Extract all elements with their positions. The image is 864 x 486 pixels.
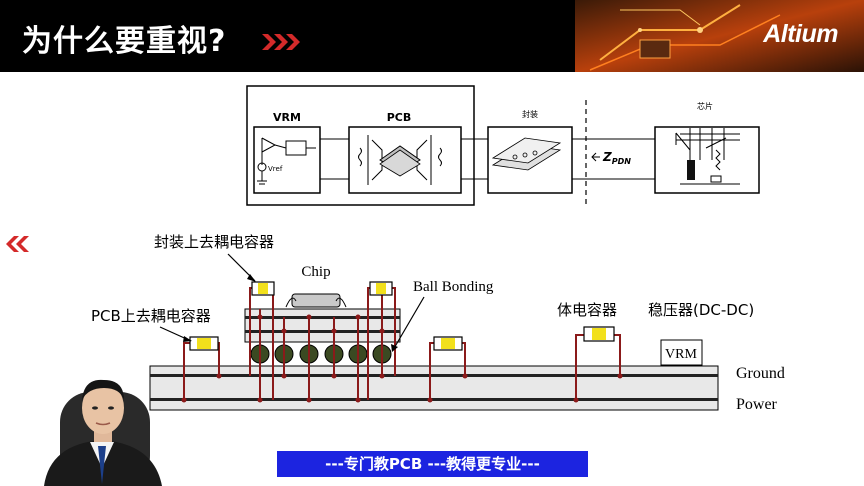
- pcb-decap-mid: [433, 336, 463, 351]
- via-lines: [183, 294, 621, 400]
- zpdn-label: ZPDN: [602, 150, 631, 166]
- altium-logo: Altium: [763, 20, 838, 48]
- chip-label: Chip: [301, 264, 330, 280]
- bulk-capacitor-label: 体电容器: [557, 301, 617, 319]
- package-box: [487, 126, 573, 194]
- opamp-icon: [261, 137, 277, 165]
- vrm-component-label: VRM: [665, 347, 697, 362]
- vrm-label: VRM: [273, 111, 301, 124]
- vrm-pcb-outline: [246, 85, 475, 206]
- chip-decap-icon: [687, 160, 695, 180]
- pcb-box: [348, 126, 462, 194]
- header-decoration: [262, 0, 864, 72]
- header-bar: 为什么要重视? Altium: [0, 0, 864, 72]
- vrm-box: [253, 126, 321, 194]
- chip-label: 芯片: [697, 101, 713, 111]
- power-plane: [150, 398, 718, 401]
- pcb-decap-left: [189, 336, 219, 351]
- via-dots: [181, 314, 623, 403]
- arrow-left-icon: [591, 152, 600, 162]
- package-decap-right: [369, 281, 393, 296]
- ground-plane: [150, 374, 718, 377]
- package-label: 封装: [522, 109, 538, 119]
- chip-box: [654, 126, 760, 194]
- bulk-capacitor: [583, 326, 615, 342]
- footer-banner: ---专门教PCB ---教得更专业---: [277, 451, 588, 477]
- vrm-component: [660, 339, 703, 366]
- pcb-board: [149, 365, 719, 411]
- ground-label: Ground: [736, 365, 785, 382]
- presenter-image: [44, 379, 162, 486]
- page-title: 为什么要重视?: [22, 24, 227, 59]
- vref-label: Vref: [268, 165, 283, 173]
- pcb-label: PCB: [387, 111, 412, 124]
- pcb-cross-section: Ground Power Chip: [91, 233, 785, 413]
- package-substrate: [244, 308, 401, 343]
- chip-die: [291, 293, 341, 308]
- chip-resistor-icon: [715, 149, 721, 171]
- chevron-left-icon: [6, 236, 29, 252]
- pcb-decap-label: PCB上去耦电容器: [91, 307, 211, 325]
- package-decap-label: 封装上去耦电容器: [154, 233, 274, 251]
- chevron-right-icon: [262, 34, 300, 50]
- power-label: Power: [736, 396, 778, 413]
- package-decap-left: [251, 281, 275, 296]
- regulator-label: 稳压器(DC-DC): [648, 301, 754, 319]
- pdn-block-diagram: VRM Vref PCB 封装 ZPDN: [246, 85, 760, 206]
- ball-bonding-label: Ball Bonding: [413, 279, 494, 295]
